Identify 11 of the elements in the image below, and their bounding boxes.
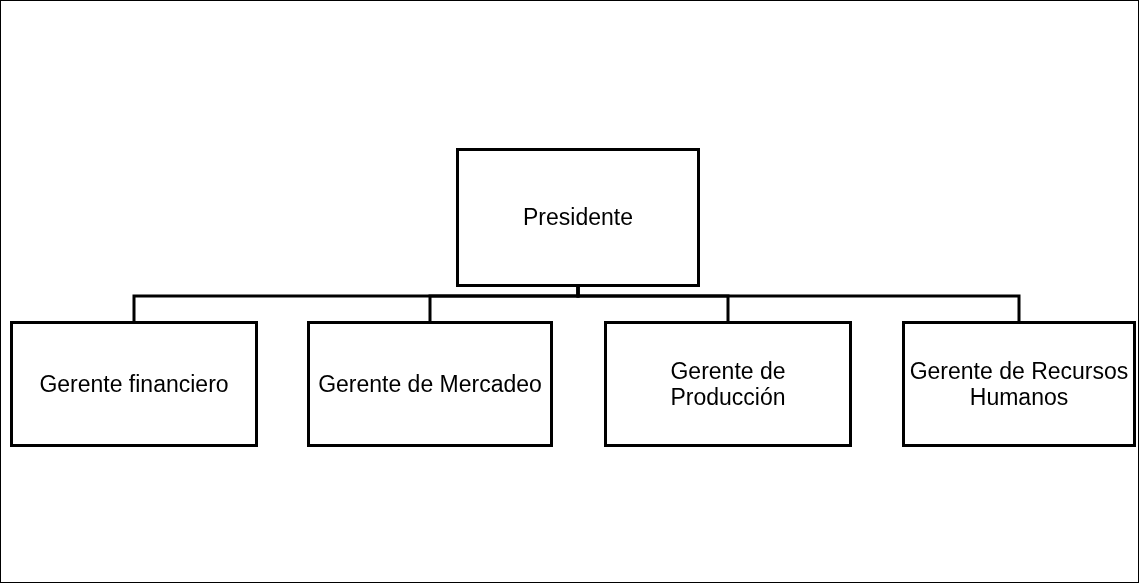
org-chart-box — [307, 321, 553, 447]
org-chart-box — [902, 321, 1136, 447]
org-chart-box — [456, 148, 700, 287]
box-label: Gerente financiero — [39, 370, 229, 398]
org-chart-box — [604, 321, 852, 447]
connector-line — [576, 287, 1021, 321]
org-chart-box — [10, 321, 258, 447]
box-label: Presidente — [523, 204, 633, 231]
box-label: Gerente de Producción — [669, 357, 787, 411]
box-label: Gerente de Recursos Humanos — [909, 357, 1129, 411]
box-label: Gerente de Mercadeo — [318, 370, 542, 398]
